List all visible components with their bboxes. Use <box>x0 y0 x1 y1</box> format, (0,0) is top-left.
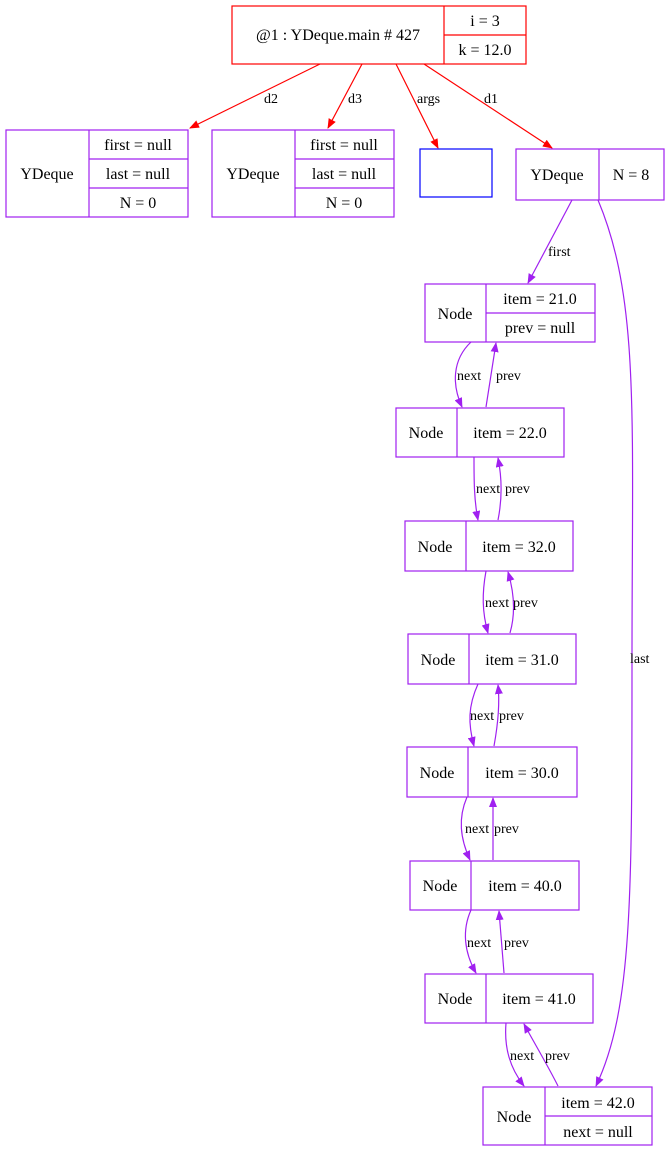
node-1-class: Node <box>438 306 473 323</box>
edge-args <box>395 63 439 149</box>
node-7-class: Node <box>438 991 473 1008</box>
node-2-item: item = 22.0 <box>473 425 546 442</box>
edge-d2 <box>189 63 321 129</box>
edge-prev-5 <box>493 684 503 747</box>
args-array <box>419 148 493 198</box>
edge-prev-8 <box>523 1023 559 1087</box>
edge-next-5 <box>460 796 471 861</box>
node-2-class: Node <box>409 425 444 442</box>
edge-first <box>527 199 573 284</box>
edge-label-next-5: next <box>465 822 489 837</box>
node-1: Node item = 21.0 prev = null <box>424 283 596 343</box>
node-5-class: Node <box>420 765 455 782</box>
frame-title: @1 : YDeque.main # 427 <box>256 27 420 44</box>
node-3-item: item = 32.0 <box>482 539 555 556</box>
edge-next-4 <box>467 683 479 747</box>
node-8: Node item = 42.0 next = null <box>482 1086 653 1146</box>
edge-label-prev-5: prev <box>499 709 524 724</box>
node-1-prev: prev = null <box>505 320 576 337</box>
edge-label-prev-6: prev <box>494 822 519 837</box>
node-8-next: next = null <box>563 1124 633 1141</box>
edge-next-3 <box>481 570 490 634</box>
deque-d2-n: N = 0 <box>120 195 157 212</box>
edge-prev-3 <box>495 457 504 521</box>
edge-next-6 <box>464 909 477 974</box>
edge-label-prev-2: prev <box>496 369 521 384</box>
edge-label-d1: d1 <box>484 92 498 107</box>
deque-d3-n: N = 0 <box>326 195 363 212</box>
node-5-item: item = 30.0 <box>485 765 558 782</box>
node-3-class: Node <box>418 539 453 556</box>
edge-prev-4 <box>506 571 515 634</box>
edge-label-d3: d3 <box>348 92 362 107</box>
edge-label-next-3: next <box>485 596 509 611</box>
deque-d1: YDeque N = 8 <box>515 148 665 201</box>
edge-label-next-1: next <box>457 369 481 384</box>
edge-label-last: last <box>630 652 650 667</box>
edge-prev-2 <box>485 342 499 408</box>
node-4-item: item = 31.0 <box>485 652 558 669</box>
edge-label-prev-3: prev <box>505 482 530 497</box>
node-5: Node item = 30.0 <box>406 746 578 798</box>
edge-label-next-6: next <box>467 936 491 951</box>
node-2: Node item = 22.0 <box>395 407 565 458</box>
edge-label-prev-7: prev <box>504 936 529 951</box>
deque-d3: YDeque first = null last = null N = 0 <box>211 129 395 218</box>
edge-label-next-4: next <box>470 709 494 724</box>
deque-d3-class: YDeque <box>226 166 279 183</box>
deque-d2-first: first = null <box>104 137 172 154</box>
node-7: Node item = 41.0 <box>424 973 594 1024</box>
edge-label-args: args <box>417 92 440 107</box>
edge-label-first: first <box>548 245 571 260</box>
edge-next-2 <box>472 456 481 521</box>
edge-d3 <box>327 63 363 129</box>
deque-d1-n: N = 8 <box>613 167 650 184</box>
edges: d2 d3 args d1 first last next prev next … <box>189 63 650 1087</box>
node-4: Node item = 31.0 <box>407 633 577 685</box>
node-6-class: Node <box>423 878 458 895</box>
edge-d1 <box>423 63 553 149</box>
frame-field-i: i = 3 <box>470 13 499 30</box>
deque-d2-class: YDeque <box>20 166 73 183</box>
deque-d3-first: first = null <box>310 137 378 154</box>
node-3: Node item = 32.0 <box>404 520 574 572</box>
node-4-class: Node <box>421 652 456 669</box>
node-6: Node item = 40.0 <box>409 860 580 911</box>
deque-d3-last: last = null <box>312 166 377 183</box>
node-8-item: item = 42.0 <box>561 1095 634 1112</box>
edge-next-1 <box>454 341 472 408</box>
edge-label-prev-4: prev <box>513 596 538 611</box>
frame-node: @1 : YDeque.main # 427 i = 3 k = 12.0 <box>231 5 527 65</box>
edge-next-7 <box>505 1022 525 1087</box>
edge-label-d2: d2 <box>264 92 278 107</box>
deque-d1-class: YDeque <box>530 167 583 184</box>
node-6-item: item = 40.0 <box>488 878 561 895</box>
frame-field-k: k = 12.0 <box>458 42 511 59</box>
node-8-class: Node <box>497 1109 532 1126</box>
edge-label-next-7: next <box>510 1049 534 1064</box>
deque-d2: YDeque first = null last = null N = 0 <box>5 129 189 218</box>
edge-label-next-2: next <box>476 482 500 497</box>
node-7-item: item = 41.0 <box>502 991 575 1008</box>
node-1-item: item = 21.0 <box>503 291 576 308</box>
edge-prev-7 <box>495 910 505 974</box>
edge-label-prev-8: prev <box>545 1049 570 1064</box>
deque-d2-last: last = null <box>106 166 171 183</box>
edge-last <box>595 199 634 1087</box>
